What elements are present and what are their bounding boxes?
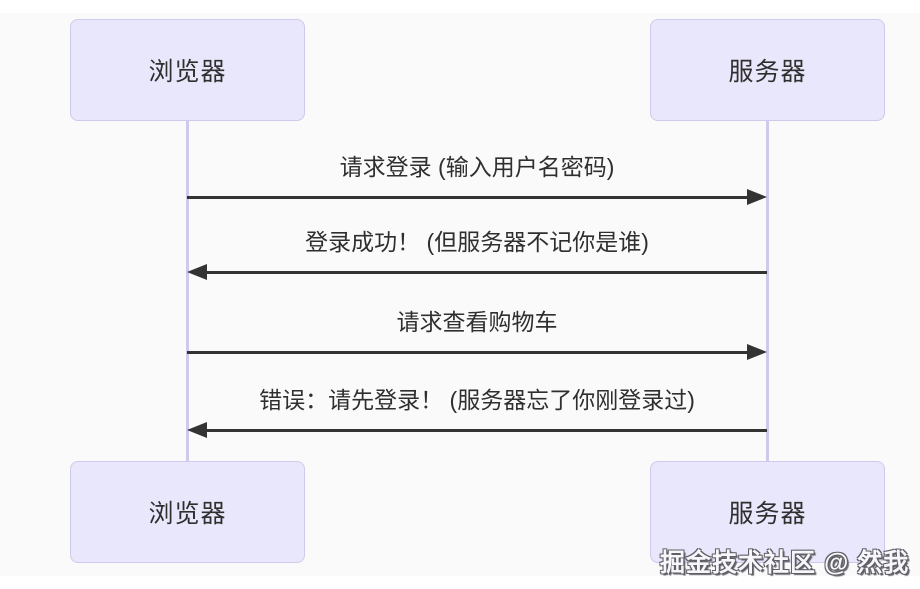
actor-server-top-label: 服务器 [728, 58, 807, 86]
message-3-label: 请求查看购物车 [396, 309, 558, 335]
arrowhead-right-icon [747, 189, 767, 205]
message-2-line [204, 271, 767, 274]
message-4-label: 错误：请先登录！ (服务器忘了你刚登录过) [259, 387, 695, 413]
lifeline-server [766, 121, 769, 461]
watermark: 掘金技术社区 @ 然我 [660, 549, 910, 577]
arrowhead-left-icon [187, 264, 207, 280]
message-1-line [187, 196, 750, 199]
message-1-label: 请求登录 (输入用户名密码) [339, 154, 615, 180]
actor-server-bottom-label: 服务器 [728, 500, 807, 528]
actor-browser-bottom: 浏览器 [70, 461, 305, 563]
lifeline-browser [186, 121, 189, 461]
arrowhead-right-icon [747, 344, 767, 360]
actor-browser-top-label: 浏览器 [148, 58, 227, 86]
actor-browser-bottom-label: 浏览器 [148, 500, 227, 528]
message-3-line [187, 351, 750, 354]
actor-server-top: 服务器 [650, 19, 885, 121]
message-4-line [204, 429, 767, 432]
arrowhead-left-icon [187, 422, 207, 438]
message-2-label: 登录成功！ (但服务器不记你是谁) [305, 229, 649, 255]
actor-browser-top: 浏览器 [70, 19, 305, 121]
actor-server-bottom: 服务器 [650, 461, 885, 563]
